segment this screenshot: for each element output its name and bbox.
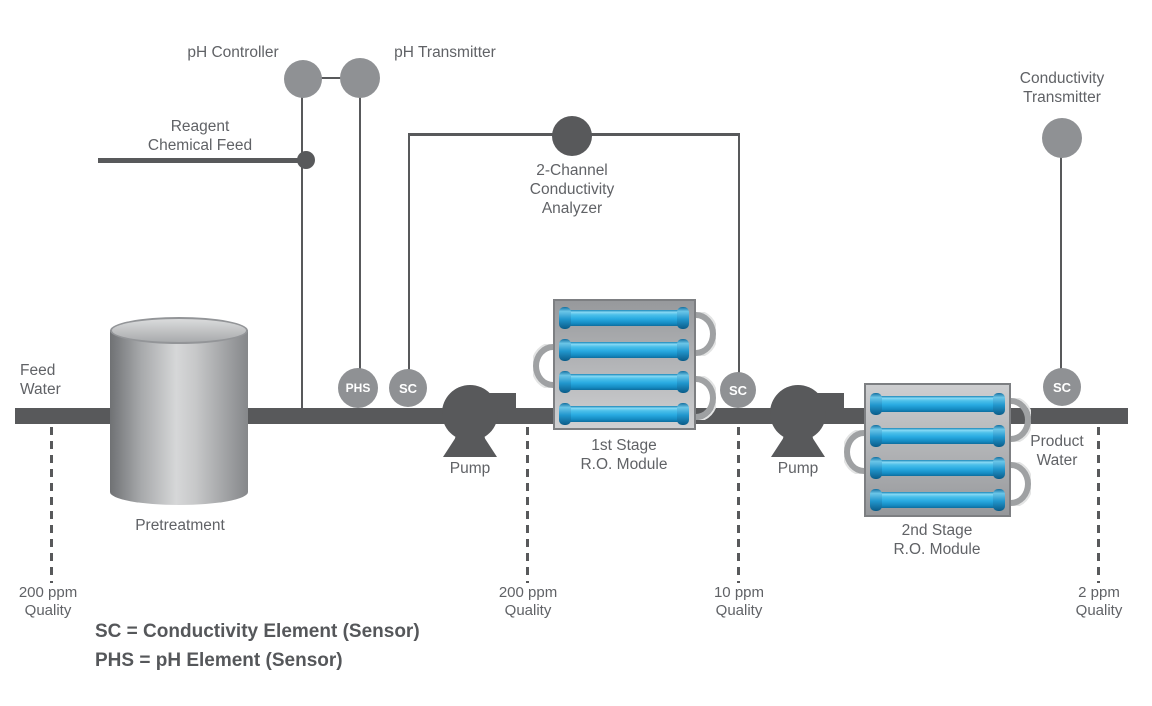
sc-sensor-1-label: SC [398,380,418,396]
analyzer-label-line2: Conductivity [529,181,615,198]
conductivity-analyzer-label: 2-Channel Conductivity Analyzer [497,161,647,218]
pump-2-base [771,431,825,457]
ph-transmitter-icon [340,58,380,98]
ro-module-1-membrane-tube [559,403,689,425]
conductivity-transmitter-drop-line [1060,155,1062,370]
analyzer-right-drop-line [738,135,740,375]
conductivity-transmitter-label-line2: Transmitter [1023,89,1101,106]
ro-module-1-u-connector-right-top [696,312,716,356]
quality-label-product: 2 ppm Quality [1044,584,1152,620]
ro-module-2-membrane-tube [870,489,1005,511]
sc-sensor-3-icon: SC [1043,368,1081,406]
ph-controller-label: pH Controller [187,44,279,61]
quality-dashed-line-feed [50,427,53,583]
ro-module-2-membrane-tube [870,393,1005,415]
conductivity-transmitter-icon [1042,118,1082,158]
conductivity-analyzer-icon [552,116,592,156]
ro-module-2-label-line1: 2nd Stage [901,522,973,539]
pump-1-base [443,431,497,457]
ph-transmitter-label: pH Transmitter [394,44,496,61]
sc-sensor-1-icon: SC [389,369,427,407]
ro-module-2-u-connector-right-top [1011,398,1031,442]
pump-2-label: Pump [777,460,819,477]
legend-sc-definition: SC = Conductivity Element (Sensor) [95,621,420,642]
ro-module-2-u-connector-right-bottom [1011,462,1031,506]
conductivity-transmitter-label: Conductivity Transmitter [987,69,1137,107]
ro-module-2-u-connector-left [844,430,864,474]
ro-module-2-label: 2nd Stage R.O. Module [862,521,1012,559]
analyzer-left-drop-line [408,135,410,371]
feed-water-label-line1: Feed [20,362,56,379]
reagent-junction-dot [297,151,315,169]
product-water-label: Product Water [997,432,1117,470]
ph-transmitter-signal-line [359,97,361,369]
sc-sensor-3-label: SC [1052,379,1072,395]
ph-controller-icon [284,60,322,98]
ro-module-1-membrane-tube [559,339,689,361]
sc-sensor-2-label: SC [728,382,748,398]
ro-module-2-membrane-tube [870,425,1005,447]
pump-2-outlet [814,393,844,411]
reagent-feed-label: Reagent Chemical Feed [125,117,275,155]
quality-label-stage1-in: 200 ppm Quality [473,584,583,620]
reagent-feed-label-line1: Reagent [170,118,230,135]
legend-phs-definition: PHS = pH Element (Sensor) [95,649,343,671]
ro-module-1-membrane-tube [559,371,689,393]
ro-module-1-u-connector-right-bottom [696,376,716,420]
legend: SC = Conductivity Element (Sensor) PHS =… [95,618,420,675]
quality-label-stage1-out: 10 ppm Quality [684,584,794,620]
reagent-feed-label-line2: Chemical Feed [147,137,253,154]
quality-product-ppm: 2 ppm [1078,584,1120,601]
quality-dashed-line-product [1097,427,1100,583]
pretreatment-tank-bottom [110,479,248,505]
quality-stage1-in-word: Quality [504,602,552,619]
product-water-label-line1: Product [1030,433,1084,450]
ro-module-2-membrane-tube [870,457,1005,479]
ro-module-1-u-connector-left [533,344,553,388]
feed-water-label-line2: Water [20,381,61,398]
analyzer-label-line1: 2-Channel [536,162,608,179]
feed-water-label: Feed Water [20,361,100,399]
quality-stage1-out-ppm: 10 ppm [713,584,765,601]
ro-module-2-label-line2: R.O. Module [893,541,981,558]
product-water-label-line2: Water [1036,452,1078,469]
pretreatment-tank-body [110,330,248,492]
quality-stage1-in-ppm: 200 ppm [498,584,558,601]
quality-stage1-out-word: Quality [715,602,763,619]
quality-label-feed: 200 ppm Quality [0,584,103,620]
quality-feed-word: Quality [24,602,72,619]
ph-controller-signal-line [301,96,303,410]
analyzer-label-line3: Analyzer [541,200,603,217]
phs-sensor-icon: PHS [338,368,378,408]
quality-dashed-line-stage1-out [737,427,740,583]
conductivity-transmitter-label-line1: Conductivity [1019,70,1105,87]
pretreatment-tank-lid [110,317,248,344]
ro-module-1-label-line1: 1st Stage [591,437,657,454]
quality-product-word: Quality [1075,602,1123,619]
ro-module-1-label: 1st Stage R.O. Module [549,436,699,474]
reagent-feed-line [98,158,306,163]
quality-feed-ppm: 200 ppm [18,584,78,601]
quality-dashed-line-stage1-in [526,427,529,583]
ro-module-1-label-line2: R.O. Module [580,456,668,473]
ro-module-1-membrane-tube [559,307,689,329]
pump-1-outlet [486,393,516,411]
phs-sensor-label: PHS [345,381,371,395]
sc-sensor-2-icon: SC [720,372,756,408]
pump-1-label: Pump [449,460,491,477]
pretreatment-label: Pretreatment [135,517,225,534]
